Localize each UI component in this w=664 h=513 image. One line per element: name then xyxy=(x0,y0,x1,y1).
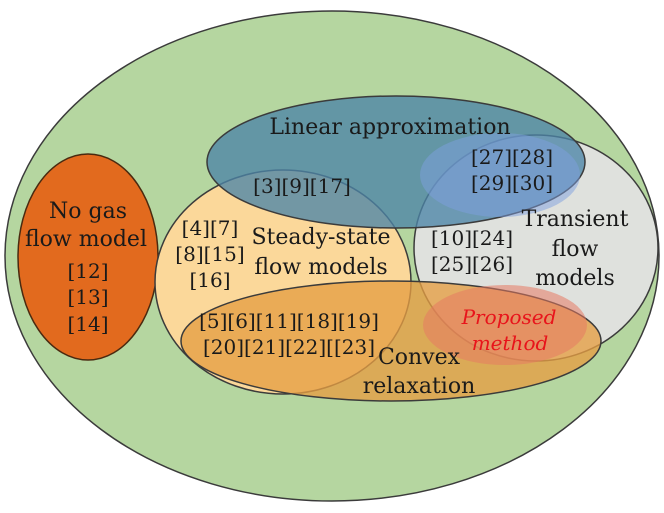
steady-refs-line1: [4][7] xyxy=(182,216,239,240)
transient-refs-line1: [10][24] xyxy=(431,226,513,250)
no-gas-ref-1: [12] xyxy=(67,259,108,283)
steady-refs-line2: [8][15] xyxy=(175,242,244,266)
linear-transient-overlap-tint xyxy=(420,133,580,217)
no-gas-ref-3: [14] xyxy=(67,312,108,336)
no-gas-title-line2: flow model xyxy=(25,227,147,252)
transient-refs-line2: [25][26] xyxy=(431,252,513,276)
transient-label-line1: Transient xyxy=(522,207,629,232)
no-gas-title-line1: No gas xyxy=(49,199,127,224)
steady-state-label-line2: flow models xyxy=(254,255,387,280)
linear-transient-refs-line1: [27][28] xyxy=(471,145,553,169)
proposed-method-line2: method xyxy=(472,331,549,355)
linear-approximation-label: Linear approximation xyxy=(269,115,510,140)
proposed-method-tint xyxy=(423,285,587,365)
steady-state-label-line1: Steady-state xyxy=(251,225,390,250)
no-gas-ref-2: [13] xyxy=(67,285,108,309)
linear-transient-refs-line2: [29][30] xyxy=(471,171,553,195)
convex-relaxation-label-line1: Convex xyxy=(378,345,461,370)
convex-steady-refs-line2: [20][21][22][[23] xyxy=(203,335,375,359)
transient-label-line2: flow xyxy=(552,237,599,262)
transient-label-line3: models xyxy=(535,266,615,291)
convex-steady-refs-line1: [5][6][11][18][19] xyxy=(199,309,379,333)
steady-refs-line3: [16] xyxy=(189,268,230,292)
linear-steady-refs: [3][9][17] xyxy=(253,174,351,198)
convex-relaxation-label-line2: relaxation xyxy=(363,374,476,399)
proposed-method-line1: Proposed xyxy=(461,305,557,329)
